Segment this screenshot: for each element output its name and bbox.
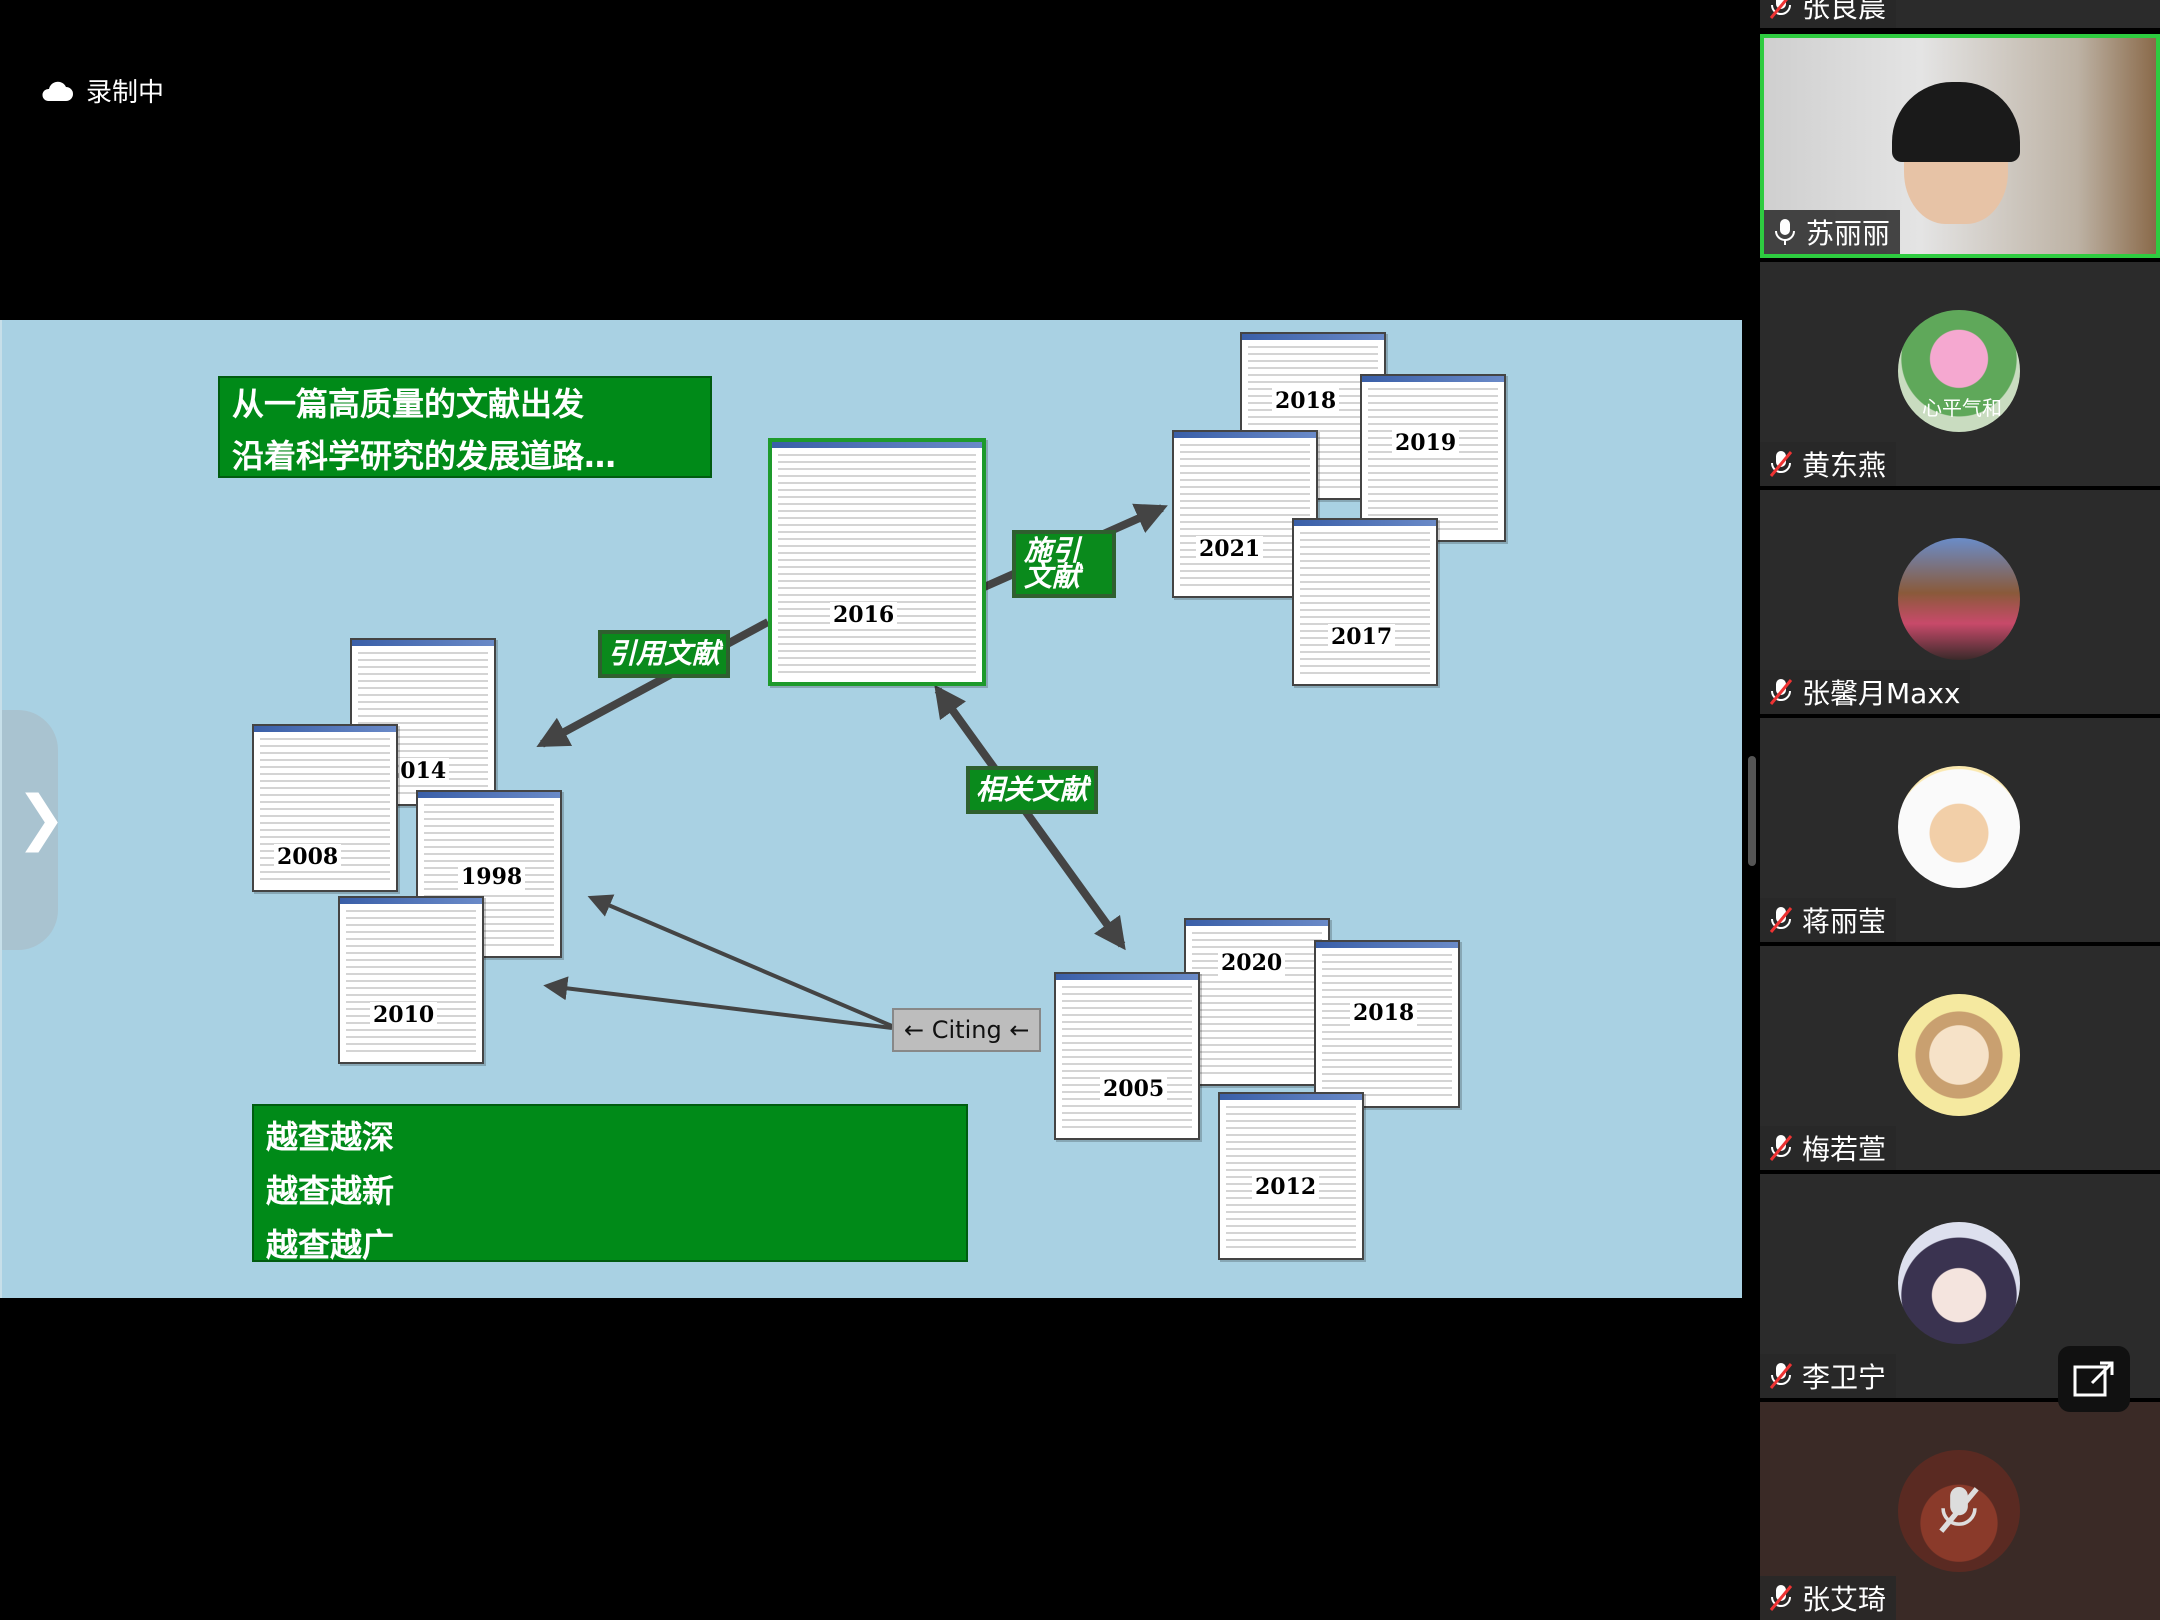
mic-muted-icon (1769, 0, 1791, 19)
citing-paper-2017: 2017 (1292, 518, 1438, 686)
participant-tile[interactable]: 张良晨 (1760, 0, 2160, 28)
participant-name: 蒋丽莹 (1802, 905, 1887, 938)
participant-name: 梅若萱 (1802, 1133, 1887, 1166)
mic-muted-icon (1769, 1135, 1793, 1161)
citing-paper-2021: 2021 (1172, 430, 1318, 598)
participant-name: 张艾琦 (1802, 1583, 1887, 1616)
participant-tile[interactable]: 蒋丽莹 (1760, 718, 2160, 942)
year-cited-1998: 1998 (458, 864, 526, 890)
year-related-2012: 2012 (1252, 1174, 1320, 1200)
related-paper-2012: 2012 (1218, 1092, 1364, 1260)
shared-slide: 从一篇高质量的文献出发 沿着科学研究的发展道路… 越查越深 越查越新 越查越广 … (0, 320, 1742, 1298)
summary-line-1: 越查越深 (266, 1118, 395, 1156)
year-related-2018: 2018 (1350, 1000, 1418, 1026)
cited-paper-2008: 2008 (252, 724, 398, 892)
participant-tile[interactable]: 心平气和 黄东燕 (1760, 262, 2160, 486)
related-paper-2005: 2005 (1054, 972, 1200, 1140)
summary-box: 越查越深 越查越新 越查越广 (252, 1104, 968, 1264)
mic-muted-icon (1939, 1487, 1979, 1533)
person-hair (1892, 82, 2020, 162)
mic-muted-icon (1769, 1585, 1793, 1611)
citing-paper-2019: 2019 (1360, 374, 1506, 542)
year-related-2020: 2020 (1218, 950, 1286, 976)
avatar (1898, 538, 2020, 660)
mic-muted-icon (1769, 1363, 1793, 1389)
popout-button[interactable] (2058, 1346, 2130, 1412)
participant-nametag: 李卫宁 (1760, 1354, 1897, 1398)
cited-paper-2010: 2010 (338, 896, 484, 1064)
label-cited: 引用文献 (598, 630, 731, 678)
mic-icon (1775, 219, 1795, 245)
year-citing-2018: 2018 (1272, 388, 1340, 414)
avatar (1898, 1222, 2020, 1344)
participant-name: 张馨月Maxx (1802, 677, 1961, 710)
participant-name: 张良晨 (1802, 0, 1887, 24)
participant-name: 李卫宁 (1802, 1361, 1887, 1394)
label-citing-literature: 施引文献 (1012, 530, 1116, 598)
participant-nametag: 黄东燕 (1760, 442, 1897, 486)
mic-muted-icon (1769, 451, 1793, 477)
year-cited-2008: 2008 (274, 844, 342, 870)
popout-icon (2073, 1361, 2114, 1397)
main-paper-thumbnail: 2016 (768, 438, 986, 686)
participant-name: 苏丽丽 (1806, 217, 1891, 250)
summary-line-3: 越查越广 (266, 1226, 395, 1264)
year-citing-2017: 2017 (1328, 624, 1396, 650)
mic-muted-icon (1769, 907, 1793, 933)
title-line-2: 沿着科学研究的发展道路… (232, 437, 617, 475)
avatar-text: 心平气和 (1922, 396, 2002, 420)
participant-tile[interactable]: 张馨月Maxx (1760, 490, 2160, 714)
citing-label: ← Citing ← (892, 1008, 1042, 1052)
recording-label: 录制中 (86, 78, 165, 108)
title-line-1: 从一篇高质量的文献出发 (232, 385, 585, 423)
year-cited-2010: 2010 (370, 1002, 438, 1028)
avatar (1898, 766, 2020, 888)
participant-tile[interactable]: 李卫宁 (1760, 1174, 2160, 1398)
participant-name: 黄东燕 (1802, 449, 1887, 482)
cloud-icon (42, 81, 73, 101)
avatar: 心平气和 (1898, 310, 2020, 432)
label-related: 相关文献 (966, 766, 1099, 814)
participant-tile[interactable]: 梅若萱 (1760, 946, 2160, 1170)
participant-tile-active[interactable]: 苏丽丽 (1760, 34, 2160, 258)
year-main: 2016 (830, 602, 898, 628)
participant-nametag: 梅若萱 (1760, 1126, 1897, 1170)
participant-scrollbar[interactable] (1748, 756, 1756, 866)
year-citing-2019: 2019 (1392, 430, 1460, 456)
chevron-right-icon: ❯ (16, 783, 67, 853)
avatar (1898, 994, 2020, 1116)
related-paper-2020: 2020 (1184, 918, 1330, 1086)
participant-nametag: 苏丽丽 (1764, 210, 1901, 254)
participant-nametag: 蒋丽莹 (1760, 898, 1897, 942)
summary-line-2: 越查越新 (266, 1172, 395, 1210)
participant-tile[interactable]: 张艾琦 (1760, 1402, 2160, 1620)
participant-nametag: 张良晨 (1760, 0, 1897, 28)
year-related-2005: 2005 (1100, 1076, 1168, 1102)
participant-nametag: 张艾琦 (1760, 1576, 1897, 1620)
related-paper-2018: 2018 (1314, 940, 1460, 1108)
mic-muted-icon (1769, 679, 1793, 705)
slide-side-tab[interactable]: ❯ (2, 710, 66, 950)
participant-nametag: 张馨月Maxx (1760, 670, 1971, 714)
year-citing-2021: 2021 (1196, 536, 1264, 562)
title-box: 从一篇高质量的文献出发 沿着科学研究的发展道路… (218, 376, 712, 478)
avatar (1898, 1450, 2020, 1572)
recording-indicator: 录制中 (40, 72, 164, 109)
